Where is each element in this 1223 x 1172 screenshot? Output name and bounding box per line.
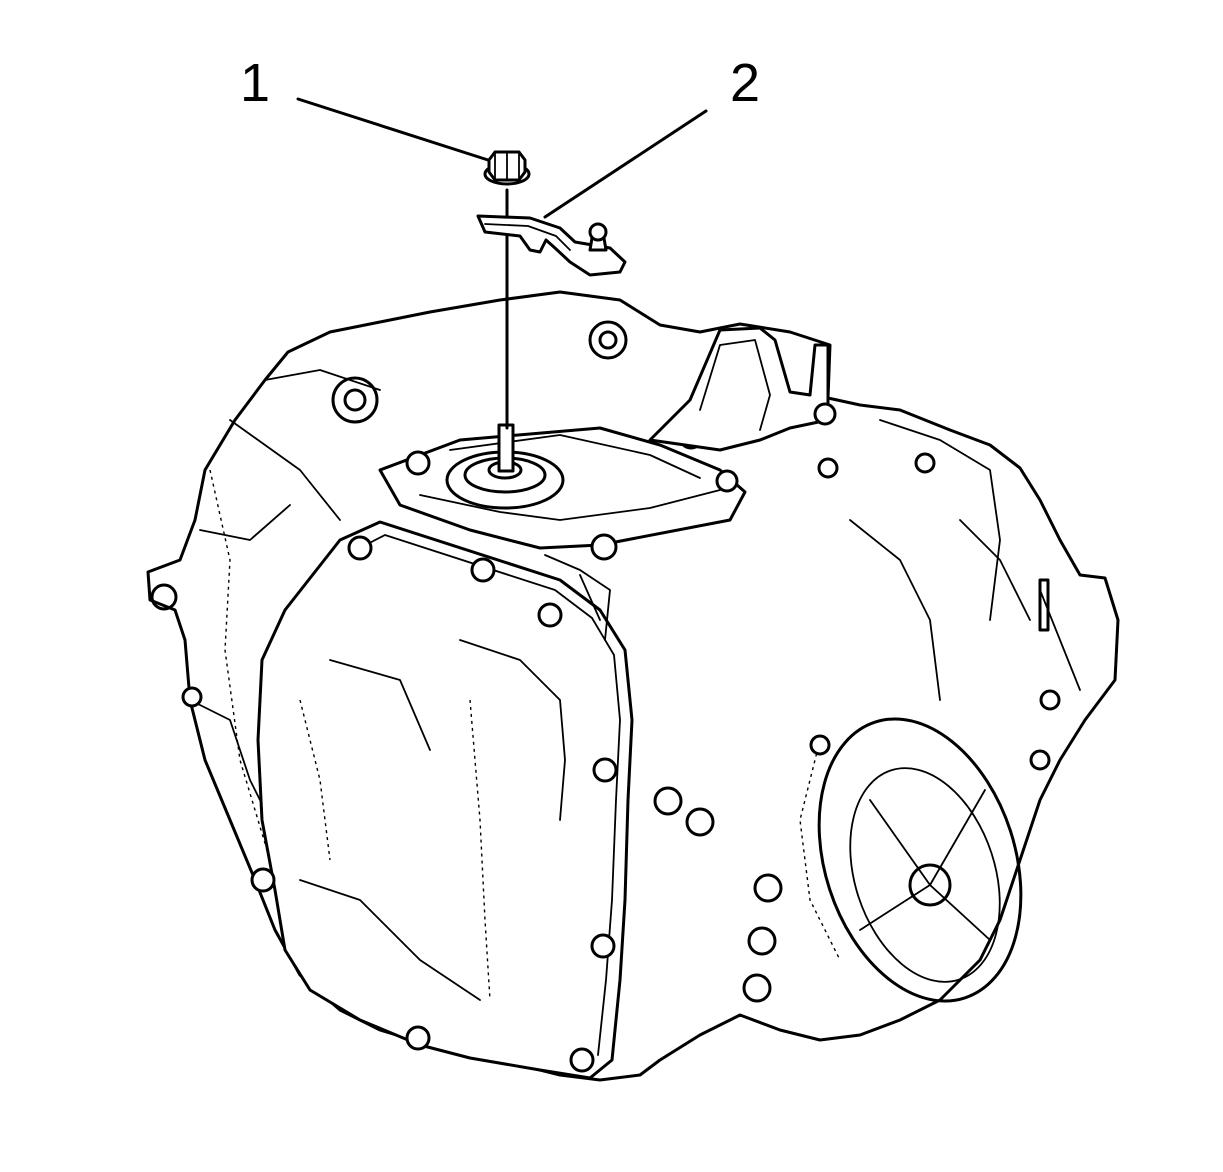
nut-part [483,150,531,186]
leader-line-1 [296,97,490,162]
mount-bracket [648,326,837,452]
callout-label-1: 1 [240,53,271,113]
differential-housing [653,419,1081,1003]
side-cover [181,520,634,1080]
callout-label-2: 2 [730,53,761,113]
shift-lever-part [476,214,627,277]
leader-lines [296,97,708,219]
exploded-parts [476,150,627,430]
valve-body-top [378,423,747,641]
leader-line-2 [543,109,708,219]
